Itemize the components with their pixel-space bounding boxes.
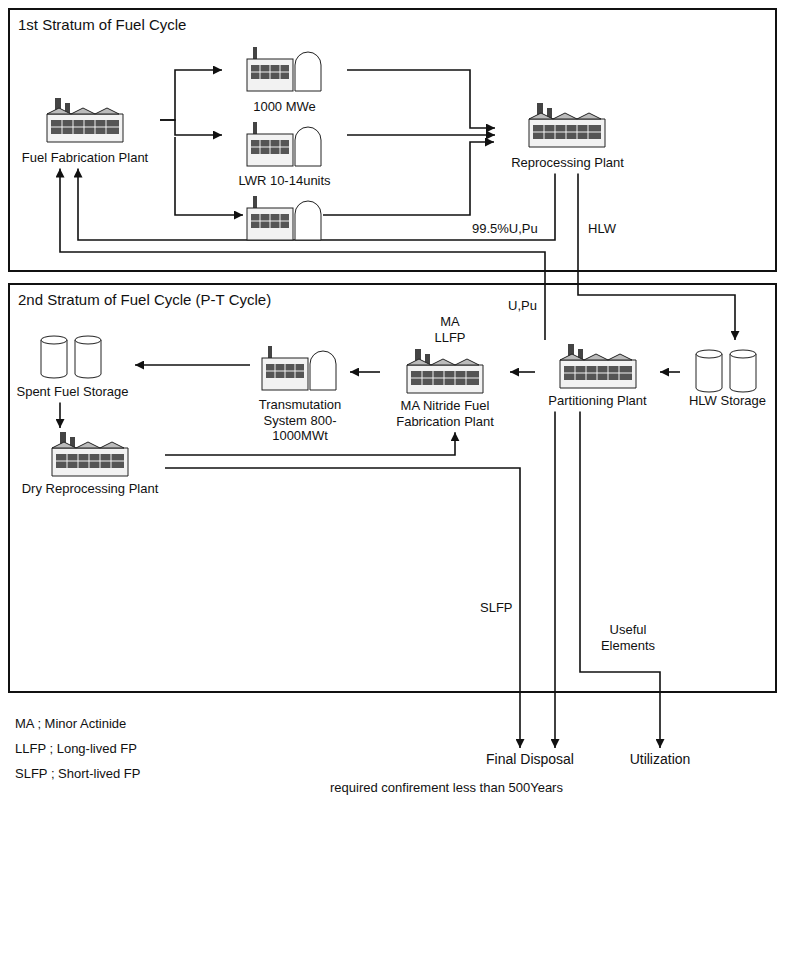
facility-node: Dry Reprocessing Plant bbox=[15, 428, 165, 500]
facility-node: LWR 10-14units bbox=[222, 116, 347, 192]
facility-node: Fuel Fabrication Plant bbox=[10, 95, 160, 169]
node-label: Utilization bbox=[622, 751, 698, 768]
flow-arrow bbox=[554, 412, 556, 748]
flow-arrow bbox=[580, 412, 660, 748]
stratum-title: 1st Stratum of Fuel Cycle bbox=[10, 10, 194, 40]
icon-space bbox=[12, 98, 158, 150]
icon-space bbox=[497, 103, 638, 155]
flow-arrow bbox=[160, 120, 222, 135]
icon-space bbox=[252, 343, 348, 397]
node-label: Partitioning Plant bbox=[537, 393, 658, 409]
node-label: Reprocessing Plant bbox=[497, 155, 638, 171]
flow-arrow bbox=[78, 169, 555, 240]
facility-node: Reprocessing Plant bbox=[495, 100, 640, 174]
facility-node: Final Disposal bbox=[470, 748, 590, 771]
node-label: Spent Fuel Storage bbox=[12, 384, 133, 400]
node-label: Transmutation System 800-1000MWt bbox=[252, 397, 348, 444]
node-label: 1000 MWe bbox=[224, 99, 345, 115]
reactor-icon bbox=[247, 122, 321, 166]
flow-label: U,Pu bbox=[506, 298, 539, 314]
flow-arrow bbox=[160, 70, 222, 120]
icon-space bbox=[12, 328, 133, 384]
flow-arrow bbox=[165, 468, 520, 748]
flow-arrow bbox=[510, 371, 535, 373]
facility-node: Transmutation System 800-1000MWt bbox=[250, 340, 350, 447]
facility-node: HLW Storage bbox=[680, 340, 775, 412]
flow-label: HLW bbox=[586, 221, 618, 237]
stratum-title: 2nd Stratum of Fuel Cycle (P-T Cycle) bbox=[10, 285, 279, 315]
flow-arrow bbox=[59, 403, 61, 428]
reactor-icon bbox=[247, 47, 321, 91]
flow-arrow bbox=[135, 364, 250, 366]
node-label: HLW Storage bbox=[682, 393, 773, 409]
tank-icon bbox=[696, 350, 756, 392]
flow-arrow bbox=[660, 371, 680, 373]
flow-arrow bbox=[347, 134, 495, 136]
facility-node: Spent Fuel Storage bbox=[10, 325, 135, 403]
flow-arrow bbox=[578, 174, 735, 340]
icon-space bbox=[224, 43, 345, 99]
flow-label: Useful Elements bbox=[594, 622, 662, 653]
icon-space bbox=[382, 348, 508, 398]
tank-icon bbox=[41, 336, 101, 378]
note-text: required confirement less than 500Years bbox=[330, 780, 563, 796]
facility-node: Utilization bbox=[620, 748, 700, 771]
note-text: SLFP ; Short-lived FP bbox=[15, 766, 140, 782]
icon-space bbox=[682, 343, 773, 393]
flow-arrow bbox=[350, 371, 380, 373]
flow-line bbox=[175, 137, 243, 215]
facility-node: Partitioning Plant bbox=[535, 340, 660, 412]
flow-label: SLFP bbox=[478, 600, 515, 616]
icon-space bbox=[17, 431, 163, 481]
node-label: LWR 10-14units bbox=[224, 173, 345, 189]
stratum-panel: 1st Stratum of Fuel CycleFuel Fabricatio… bbox=[8, 8, 777, 272]
node-label: MA Nitride Fuel Fabrication Plant bbox=[382, 398, 508, 429]
factory-icon bbox=[47, 98, 123, 142]
note-text: LLFP ; Long-lived FP bbox=[15, 741, 137, 757]
facility-node: 1000 MWe bbox=[222, 40, 347, 118]
factory-icon bbox=[560, 344, 636, 388]
flow-line bbox=[323, 142, 494, 215]
node-label: Fuel Fabrication Plant bbox=[12, 150, 158, 166]
reactor-icon bbox=[247, 196, 321, 240]
node-label: Final Disposal bbox=[472, 751, 588, 768]
flow-arrow bbox=[347, 70, 495, 128]
facility-node: MA Nitride Fuel Fabrication Plant bbox=[380, 345, 510, 432]
reactor-icon bbox=[262, 346, 336, 390]
factory-icon bbox=[407, 349, 483, 393]
flow-label: 99.5%U,Pu bbox=[470, 221, 540, 237]
factory-icon bbox=[52, 432, 128, 476]
note-text: MA ; Minor Actinide bbox=[15, 716, 126, 732]
icon-space bbox=[537, 343, 658, 393]
icon-space bbox=[224, 119, 345, 173]
factory-icon bbox=[529, 103, 605, 147]
flow-label: MA LLFP bbox=[426, 314, 474, 345]
node-label: Dry Reprocessing Plant bbox=[17, 481, 163, 497]
